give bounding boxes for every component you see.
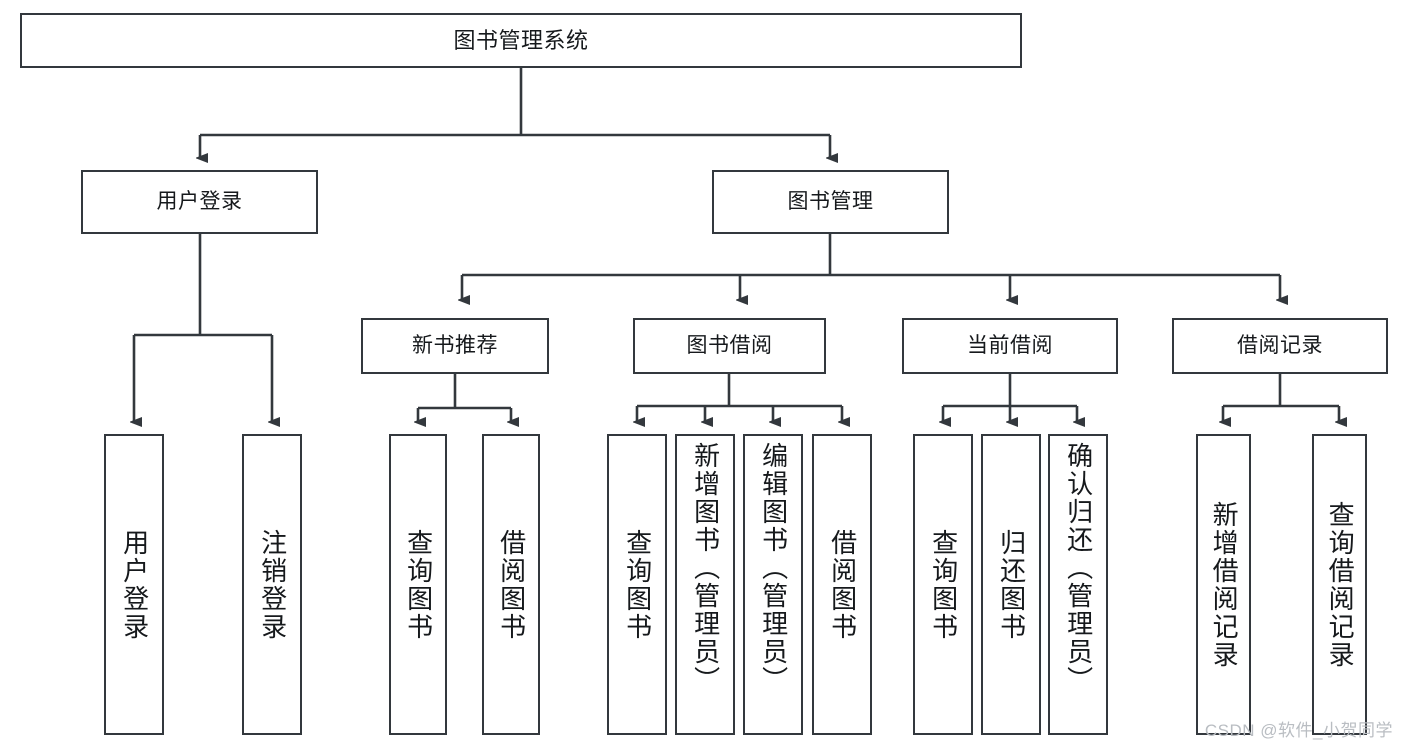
leaf-query-borrow-record-label: 查询借阅记录 — [1325, 500, 1356, 669]
leaf-add-borrow-record-label: 新增借阅记录 — [1209, 500, 1240, 669]
leaf-add-borrow-record[interactable]: 新增借阅记录 — [1196, 434, 1251, 735]
node-book-management[interactable]: 图书管理 — [712, 170, 949, 234]
leaf-query-book-current[interactable]: 查询图书 — [913, 434, 973, 735]
leaf-logout-label: 注销登录 — [257, 528, 288, 641]
leaf-user-login-label: 用户登录 — [119, 528, 150, 641]
leaf-confirm-return-admin-label: 确认归还（管理员） — [1063, 442, 1094, 694]
leaf-return-book-label: 归还图书 — [996, 528, 1027, 641]
watermark: CSDN @软件_小贺同学 — [1204, 721, 1393, 740]
node-borrow-records-label: 借阅记录 — [1237, 333, 1323, 357]
node-new-book-recommend[interactable]: 新书推荐 — [361, 318, 549, 374]
node-current-borrow-label: 当前借阅 — [967, 333, 1053, 357]
leaf-query-book-borrow[interactable]: 查询图书 — [607, 434, 667, 735]
leaf-add-book-admin[interactable]: 新增图书（管理员） — [675, 434, 735, 735]
node-book-management-label: 图书管理 — [787, 189, 874, 213]
leaf-query-borrow-record[interactable]: 查询借阅记录 — [1312, 434, 1367, 735]
node-root[interactable]: 图书管理系统 — [20, 13, 1022, 68]
leaf-borrow-book-label: 借阅图书 — [827, 528, 858, 641]
leaf-return-book[interactable]: 归还图书 — [981, 434, 1041, 735]
node-borrow-records[interactable]: 借阅记录 — [1172, 318, 1388, 374]
leaf-edit-book-admin[interactable]: 编辑图书（管理员） — [743, 434, 803, 735]
leaf-user-login[interactable]: 用户登录 — [104, 434, 164, 735]
leaf-borrow-book[interactable]: 借阅图书 — [812, 434, 872, 735]
node-current-borrow[interactable]: 当前借阅 — [902, 318, 1118, 374]
leaf-borrow-book-recommend-label: 借阅图书 — [496, 528, 527, 641]
leaf-borrow-book-recommend[interactable]: 借阅图书 — [482, 434, 540, 735]
node-book-borrow[interactable]: 图书借阅 — [633, 318, 826, 374]
node-new-book-recommend-label: 新书推荐 — [412, 333, 498, 357]
node-root-label: 图书管理系统 — [453, 27, 589, 53]
leaf-query-book-recommend-label: 查询图书 — [403, 528, 434, 641]
leaf-confirm-return-admin[interactable]: 确认归还（管理员） — [1048, 434, 1108, 735]
leaf-add-book-admin-label: 新增图书（管理员） — [690, 442, 721, 694]
leaf-logout[interactable]: 注销登录 — [242, 434, 302, 735]
node-book-borrow-label: 图书借阅 — [686, 333, 773, 357]
leaf-query-book-recommend[interactable]: 查询图书 — [389, 434, 447, 735]
node-user-login[interactable]: 用户登录 — [81, 170, 318, 234]
node-user-login-label: 用户登录 — [156, 189, 243, 213]
leaf-query-book-current-label: 查询图书 — [928, 528, 959, 641]
leaf-query-book-borrow-label: 查询图书 — [622, 528, 653, 641]
leaf-edit-book-admin-label: 编辑图书（管理员） — [758, 442, 789, 694]
